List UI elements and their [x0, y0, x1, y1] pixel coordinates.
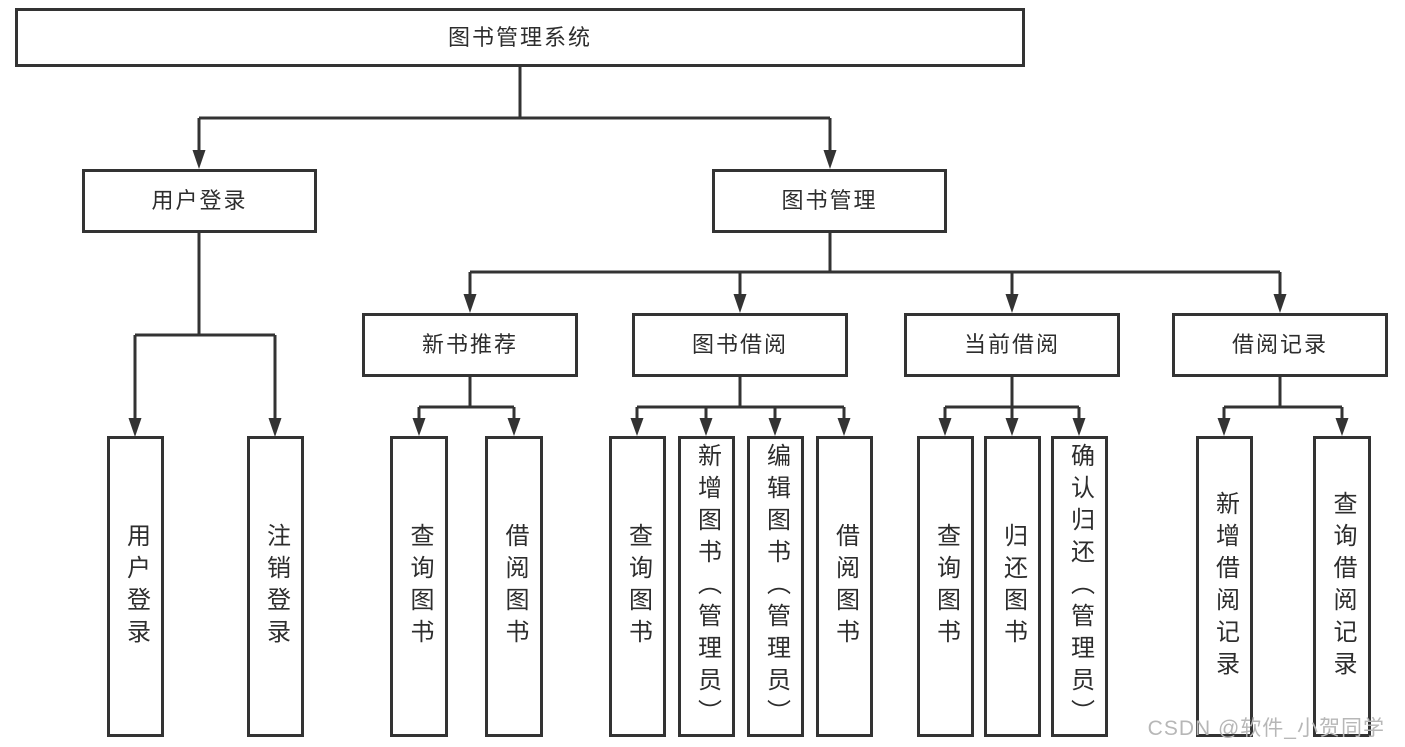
watermark: CSDN @软件_小贺同学	[1147, 717, 1385, 740]
leaf-user-login: 用户登录	[107, 436, 164, 737]
leaf-confirm-return-admin: 确认归还（管理员）	[1051, 436, 1108, 737]
edges-new-book-recommend-branch	[412, 377, 521, 436]
node-library-system-label: 图书管理系统	[447, 24, 592, 50]
leaf-add-book-admin: 新增图书（管理员）	[678, 436, 735, 737]
leaf-add-book-admin-label: 新增图书（管理员）	[693, 442, 721, 731]
node-new-book-recommend: 新书推荐	[362, 313, 578, 377]
leaf-return-books-label: 归还图书	[999, 522, 1027, 651]
leaf-add-borrow-record-label: 新增借阅记录	[1211, 490, 1239, 683]
leaf-borrow-books-recommend: 借阅图书	[485, 436, 543, 737]
edges-book-borrowing-branch	[630, 377, 851, 436]
leaf-borrow-books-borrowing: 借阅图书	[816, 436, 873, 737]
leaf-query-books-borrowing-label: 查询图书	[624, 522, 652, 651]
leaf-user-login-label: 用户登录	[122, 522, 150, 651]
leaf-query-books-recommend-label: 查询图书	[406, 522, 433, 651]
leaf-edit-book-admin-label: 编辑图书（管理员）	[762, 442, 790, 731]
node-book-borrowing-label: 图书借阅	[691, 332, 788, 357]
leaf-query-books-current: 查询图书	[917, 436, 974, 737]
leaf-query-borrow-record-label: 查询借阅记录	[1329, 490, 1356, 683]
leaf-borrow-books-borrowing-label: 借阅图书	[831, 522, 859, 651]
leaf-logout-label: 注销登录	[262, 522, 290, 651]
edges-book-management-branch	[463, 233, 1287, 313]
node-user-login-label: 用户登录	[151, 188, 248, 213]
leaf-query-borrow-record: 查询借阅记录	[1313, 436, 1371, 737]
node-book-management-label: 图书管理	[781, 188, 878, 213]
leaf-query-books-borrowing: 查询图书	[609, 436, 666, 737]
leaf-add-borrow-record: 新增借阅记录	[1196, 436, 1253, 737]
leaf-return-books: 归还图书	[984, 436, 1041, 737]
node-book-borrowing: 图书借阅	[632, 313, 848, 377]
node-library-system: 图书管理系统	[15, 8, 1025, 67]
node-book-management: 图书管理	[712, 169, 947, 233]
node-user-login: 用户登录	[82, 169, 317, 233]
node-borrowing-records: 借阅记录	[1172, 313, 1388, 377]
leaf-borrow-books-recommend-label: 借阅图书	[501, 522, 528, 651]
leaf-logout: 注销登录	[247, 436, 304, 737]
node-current-borrowing: 当前借阅	[904, 313, 1120, 377]
leaf-edit-book-admin: 编辑图书（管理员）	[747, 436, 804, 737]
node-borrowing-records-label: 借阅记录	[1231, 332, 1328, 357]
node-new-book-recommend-label: 新书推荐	[421, 332, 518, 357]
leaf-query-books-current-label: 查询图书	[932, 522, 960, 651]
node-current-borrowing-label: 当前借阅	[963, 332, 1060, 357]
leaf-query-books-recommend: 查询图书	[390, 436, 448, 737]
edges-current-borrowing-branch	[938, 377, 1086, 436]
edges-root	[192, 67, 837, 169]
edges-user-login-branch	[128, 233, 282, 437]
edges-borrowing-records-branch	[1217, 377, 1349, 436]
leaf-confirm-return-admin-label: 确认归还（管理员）	[1066, 442, 1094, 731]
